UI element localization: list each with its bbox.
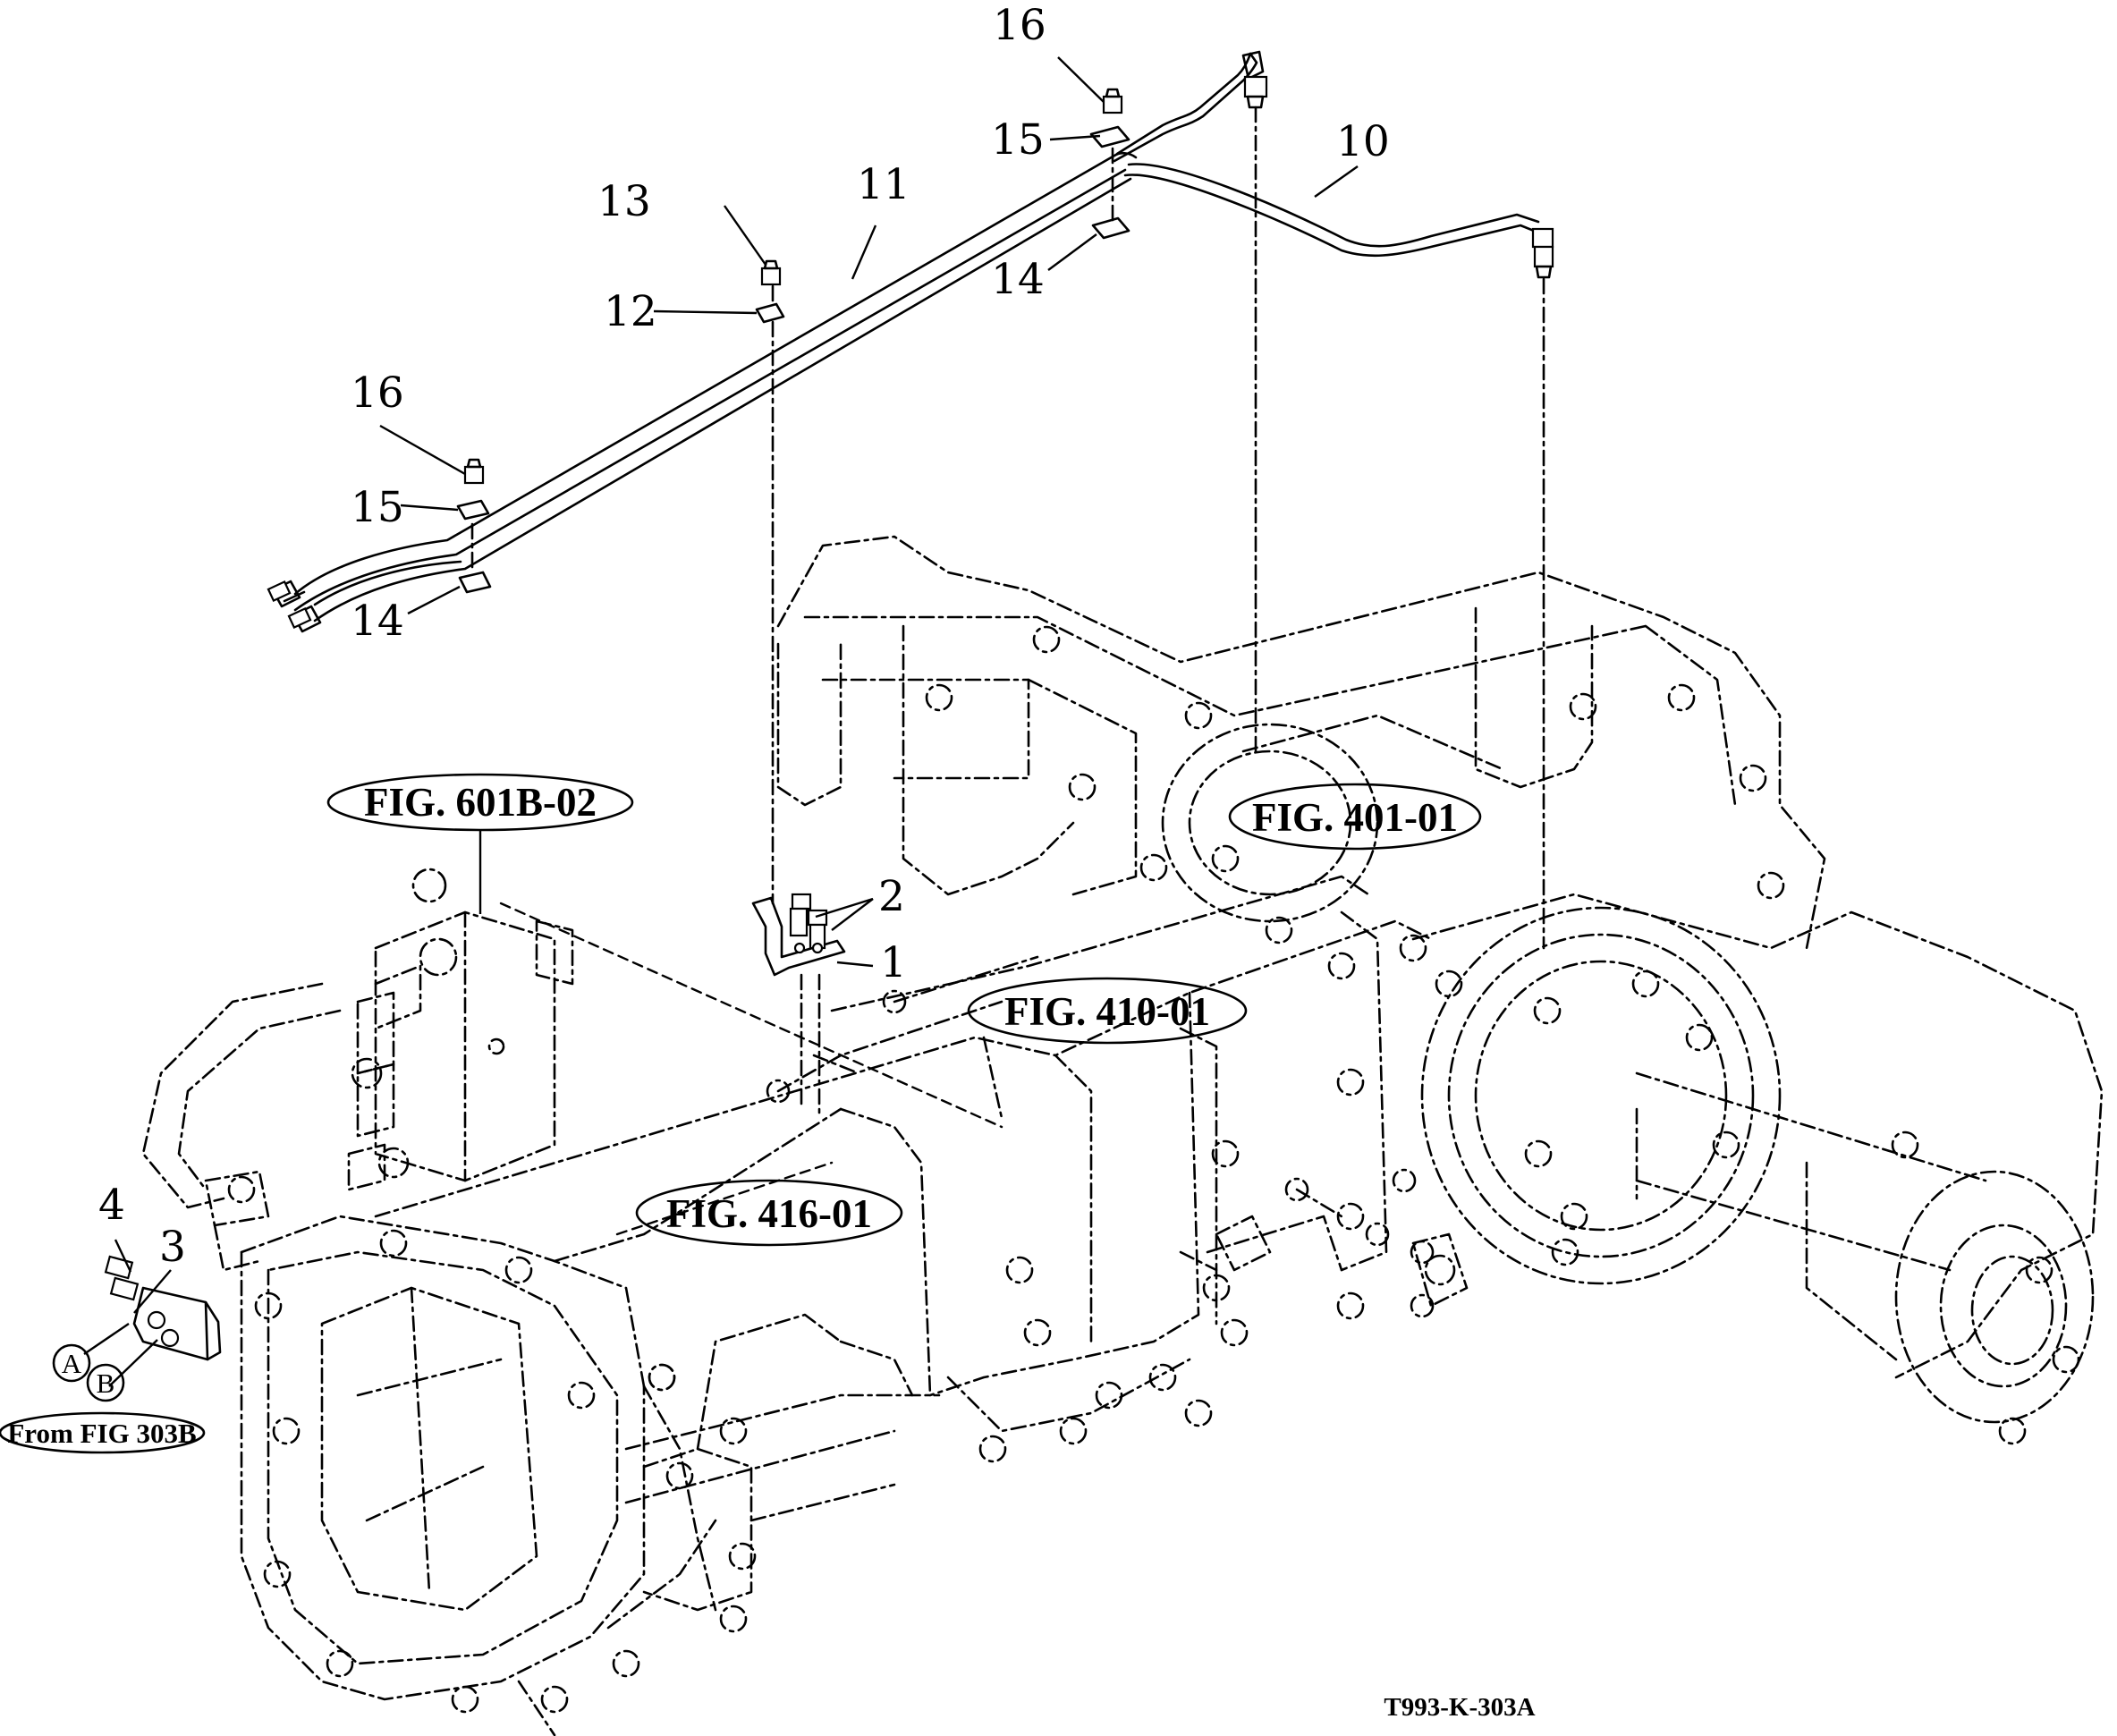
valve-block-assembly xyxy=(141,868,574,1272)
callout-14-top: 14 xyxy=(991,255,1045,304)
callout-4: 4 xyxy=(98,1181,125,1230)
bracket-and-bolts xyxy=(751,893,846,977)
drawing-code: T993-K-303A xyxy=(1384,1693,1535,1722)
callout-15-top: 15 xyxy=(991,115,1045,165)
figure-reference-ovals: FIG. 601B-02 FIG. 401-01 FIG. 410-01 FIG… xyxy=(326,773,1482,1247)
housing-bolts xyxy=(254,625,2080,1714)
connection-a-label: A xyxy=(62,1348,82,1379)
callout-11: 11 xyxy=(857,160,910,209)
callout-16-top: 16 xyxy=(993,1,1046,50)
callout-13: 13 xyxy=(597,177,651,226)
callout-15-left: 15 xyxy=(351,483,404,532)
tube-10 xyxy=(1113,50,1554,279)
callout-12: 12 xyxy=(604,287,657,336)
callout-leaders xyxy=(83,56,1359,1387)
alignment-lines xyxy=(470,106,1545,1120)
fig-ref-601b-02: FIG. 601B-02 xyxy=(364,780,597,825)
callout-10: 10 xyxy=(1336,117,1390,166)
fig-ref-416-01: FIG. 416-01 xyxy=(666,1191,872,1236)
callout-3: 3 xyxy=(159,1223,186,1272)
from-fig-303b-label: From FIG 303B xyxy=(7,1418,196,1449)
centre-fittings xyxy=(1179,1215,1469,1308)
callout-16-left: 16 xyxy=(351,368,404,418)
callout-numbers: 16 15 10 11 13 12 14 16 15 14 2 1 4 3 xyxy=(98,1,1390,1272)
callout-2: 2 xyxy=(878,872,905,921)
fig-ref-401-01: FIG. 401-01 xyxy=(1252,795,1458,840)
bracket-3-and-bolts-4 xyxy=(104,1255,222,1361)
transmission-housing-outline xyxy=(240,535,2104,1736)
connection-labels: A B From FIG 303B xyxy=(0,1343,206,1454)
connection-b-label: B xyxy=(97,1368,115,1399)
callout-14-left: 14 xyxy=(351,597,404,646)
fig-ref-410-01: FIG. 410-01 xyxy=(1004,989,1210,1034)
tube-clamps xyxy=(456,88,1130,594)
callout-1: 1 xyxy=(880,938,907,987)
